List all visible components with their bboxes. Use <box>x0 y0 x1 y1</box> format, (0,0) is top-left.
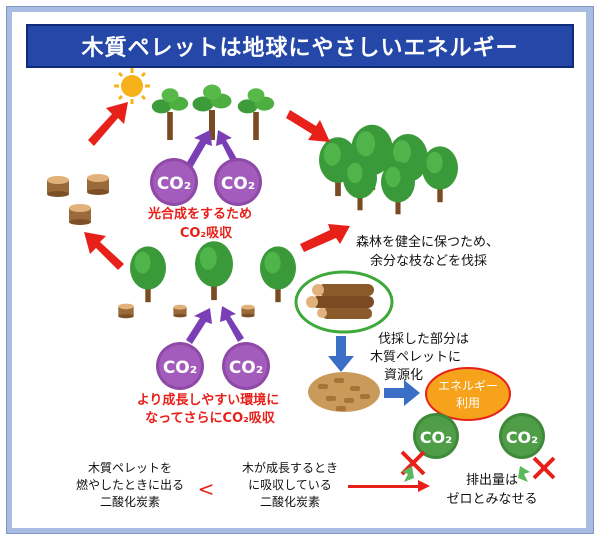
middle-tree-icon <box>118 241 296 319</box>
growth-note-line2: なってさらにCO₂吸収 <box>145 411 276 426</box>
zero-note-line2: ゼロとみなせる <box>446 492 537 507</box>
photosynthesis-line2: CO₂吸収 <box>180 226 233 241</box>
co2-label: CO₂ <box>163 358 197 378</box>
sapling-icon <box>151 84 275 140</box>
result-arrow <box>348 480 430 492</box>
forest-note-line2: 余分な枝などを伐採 <box>370 253 487 269</box>
energy-line2: 利用 <box>456 396 480 410</box>
forest-note-line1: 森林を健全に保つため、 <box>356 234 499 250</box>
energy-ellipse <box>425 367 511 421</box>
co2-label: CO₂ <box>420 428 452 447</box>
burn-box-line2: 燃やしたときに出る <box>76 477 184 492</box>
less-than-sign: < <box>198 477 215 501</box>
burn-box-line1: 木質ペレットを <box>88 460 172 475</box>
page-title: 木質ペレットは地球にやさしいエネルギー <box>81 36 519 61</box>
pellet-note-line2: 木質ペレットに <box>370 350 461 365</box>
growth-note-line1: より成長しやすい環境に <box>137 392 280 408</box>
absorb-box-line2: に吸収している <box>248 478 332 492</box>
co2-label: CO₂ <box>157 174 191 194</box>
pellet-note-line3: 資源化 <box>384 368 423 383</box>
energy-line1: エネルギー <box>438 379 498 393</box>
log-icon <box>294 270 394 334</box>
co2-label: CO₂ <box>506 428 538 447</box>
absorb-box-line3: 二酸化炭素 <box>260 494 320 509</box>
pellet-icon <box>308 372 380 412</box>
sun-icon <box>114 68 150 104</box>
pellet-note-line1: 伐採した部分は <box>378 332 469 347</box>
co2-label: CO₂ <box>221 174 255 194</box>
blue-arrow-right <box>384 380 420 406</box>
forest-icon <box>319 124 458 215</box>
cycle-arrow <box>84 102 350 270</box>
blue-arrow-down <box>328 336 354 372</box>
content-panel <box>12 12 586 528</box>
co2-label: CO₂ <box>229 358 263 378</box>
photosynthesis-line1: 光合成をするため <box>147 206 252 222</box>
zero-note-line1: 排出量は <box>466 473 518 488</box>
absorb-box-line1: 木が成長するとき <box>242 460 338 475</box>
stump-icon <box>47 174 109 225</box>
title-bar: 木質ペレットは地球にやさしいエネルギー <box>26 24 574 68</box>
burn-box-line3: 二酸化炭素 <box>100 494 160 509</box>
green-arrow <box>402 466 530 482</box>
